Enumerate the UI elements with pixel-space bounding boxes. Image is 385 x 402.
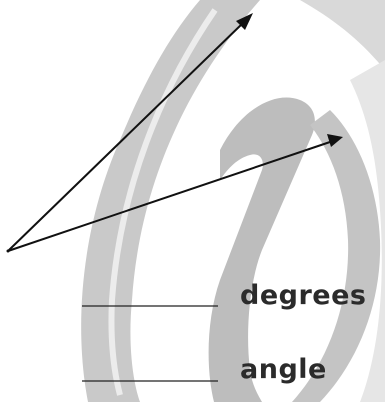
- lower-ray: [7, 141, 331, 252]
- degrees-label: degrees: [240, 280, 366, 311]
- watermark-ring-top: [300, 0, 385, 70]
- watermark-right-arc: [292, 110, 381, 402]
- upper-ray: [7, 21, 245, 252]
- lower-ray-arrowhead: [327, 134, 343, 147]
- upper-ray-arrowhead: [236, 13, 253, 30]
- watermark-outer-swoosh: [81, 0, 261, 402]
- angle-figure: [6, 13, 343, 253]
- answer-section: degrees angle: [82, 280, 366, 385]
- angle-type-label: angle: [240, 354, 327, 385]
- watermark-highlight: [108, 8, 218, 396]
- vertex-point: [6, 249, 10, 253]
- watermark-inner-stroke: [208, 97, 315, 402]
- watermark-right-band: [350, 60, 385, 402]
- watermark-logo: [81, 0, 385, 402]
